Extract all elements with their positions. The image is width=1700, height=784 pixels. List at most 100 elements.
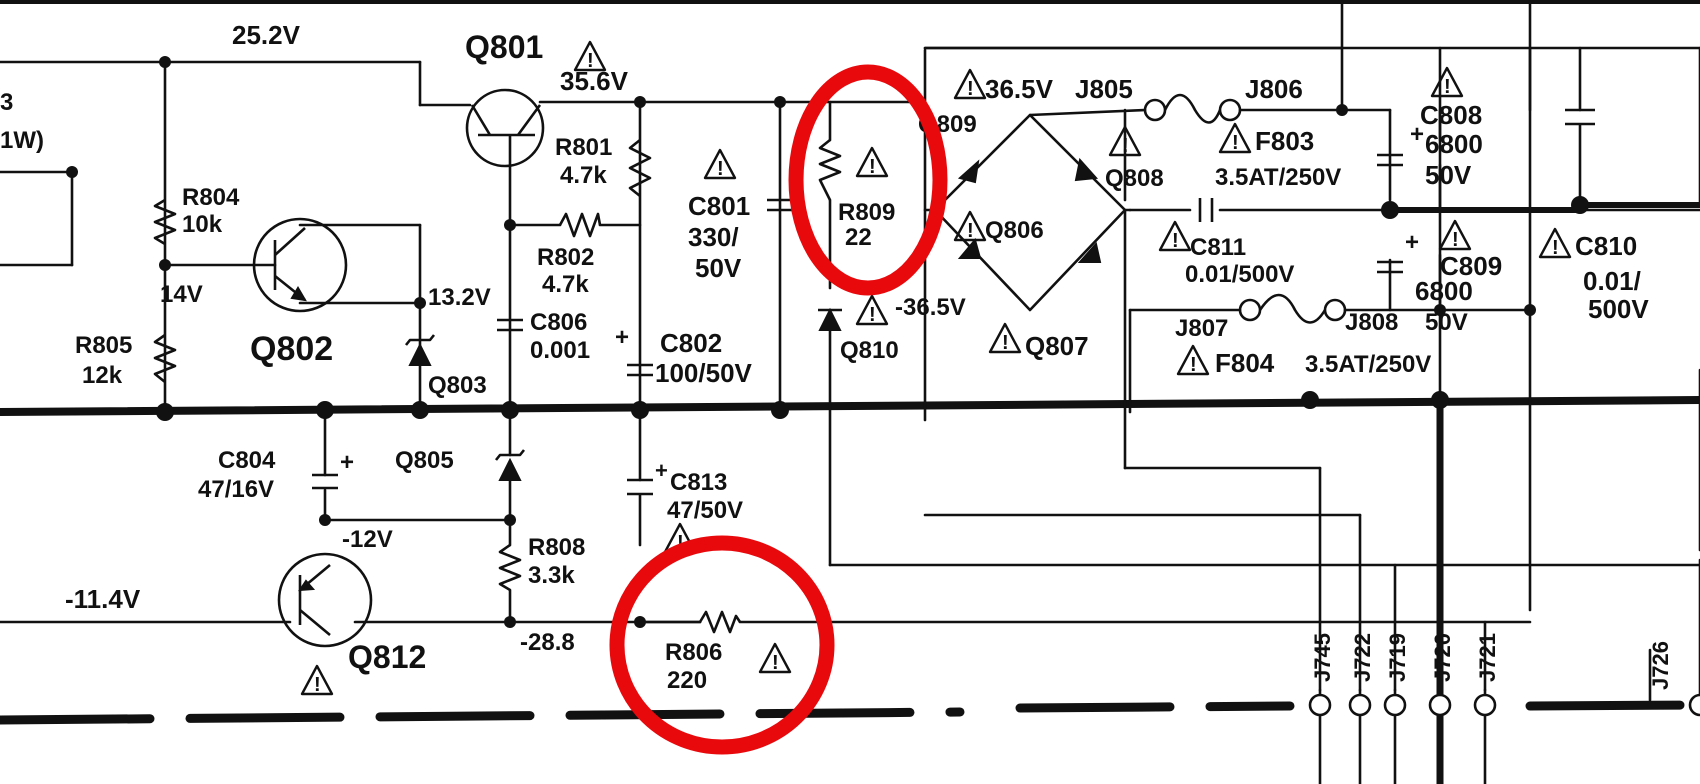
label-r805-value: 12k	[82, 362, 123, 389]
label-j721: J721	[1475, 633, 1500, 682]
connector-terminals	[1308, 693, 1700, 717]
label-r808: R808	[528, 534, 585, 561]
label-neg36-5v: -36.5V	[895, 294, 966, 321]
capacitor-c810	[1565, 108, 1595, 126]
label-j808: J808	[1345, 309, 1398, 336]
label-q806: Q806	[985, 217, 1044, 244]
label-r804: R804	[182, 184, 240, 211]
label-c801-voltage: 50V	[695, 253, 742, 283]
label-j805: J805	[1075, 74, 1133, 104]
label-j806: J806	[1245, 74, 1303, 104]
label-c813-value: 47/50V	[667, 497, 743, 524]
label-r801: R801	[555, 134, 612, 161]
label-q808: Q808	[1105, 165, 1164, 192]
plus-c809: +	[1405, 229, 1419, 256]
label-c808: C808	[1420, 100, 1482, 130]
label-c811: C811	[1190, 234, 1246, 261]
label-j720: J720	[1430, 633, 1455, 682]
fuse-f803	[1028, 93, 1392, 124]
label-c808-value: 6800	[1425, 129, 1483, 159]
transistor-q801	[465, 88, 545, 168]
label-c801: C801	[688, 191, 750, 221]
label-r808-value: 3.3k	[528, 562, 575, 589]
label-c810-value: 0.01/	[1583, 266, 1641, 296]
resistor-r809	[818, 138, 842, 201]
capacitor-c808	[1377, 153, 1403, 167]
label-c809-value: 6800	[1415, 276, 1473, 306]
zener-q805	[494, 449, 526, 481]
label-c802-value: 100/50V	[655, 358, 753, 388]
label-c810: C810	[1575, 231, 1637, 261]
plus-c808: +	[1410, 121, 1424, 148]
label-q802: Q802	[250, 330, 333, 368]
resistor-r801	[628, 138, 652, 198]
label-q812: Q812	[348, 639, 426, 675]
label-f803: F803	[1255, 126, 1314, 156]
label-c804: C804	[218, 447, 276, 474]
label-neg11-4v: -11.4V	[65, 584, 141, 614]
label-c801-value: 330/	[688, 222, 739, 252]
resistor-r804	[153, 198, 177, 246]
label-25-2v: 25.2V	[232, 20, 301, 50]
resistor-r805	[153, 333, 177, 384]
label-r805: R805	[75, 332, 132, 359]
label-36-5v: 36.5V	[985, 74, 1054, 104]
label-c806-value: 0.001	[530, 337, 590, 364]
plus-c802: +	[615, 324, 629, 351]
label-j745: J745	[1310, 633, 1335, 682]
label-j807: J807	[1175, 315, 1228, 342]
resistor-r802	[558, 212, 602, 238]
label-neg28-8: -28.8	[520, 629, 575, 656]
label-j726: J726	[1648, 641, 1673, 690]
label-c813: C813	[670, 469, 727, 496]
label-r802: R802	[537, 244, 594, 271]
label-q803: Q803	[428, 372, 487, 399]
label-c804-value: 47/16V	[198, 476, 274, 503]
diode-q810	[818, 307, 842, 331]
label-13-2v: 13.2V	[428, 284, 491, 311]
capacitor-c804	[312, 473, 338, 490]
label-c808-voltage: 50V	[1425, 160, 1472, 190]
label-f804: F804	[1215, 348, 1275, 378]
label-r806: R806	[665, 639, 722, 666]
label-neg12v: -12V	[342, 526, 393, 553]
plus-c804: +	[340, 449, 354, 476]
bridge-rectifier	[923, 113, 1127, 312]
label-35-6v: 35.6V	[560, 66, 629, 96]
label-c810-voltage: 500V	[1588, 294, 1649, 324]
label-14v: 14V	[160, 281, 203, 308]
label-f804-value: 3.5AT/250V	[1305, 351, 1431, 378]
label-c802: C802	[660, 328, 722, 358]
labels: 25.2V Q801 35.6V 36.5V J805 J806 3 1W) Q…	[0, 20, 1673, 694]
label-left-power-fragment: 1W)	[0, 127, 44, 154]
label-r809-value: 22	[845, 224, 872, 251]
highlight-r806	[609, 535, 835, 755]
label-j719: J719	[1385, 633, 1410, 682]
fuse-f804	[1238, 293, 1347, 324]
transistor-q802	[252, 217, 348, 313]
label-q807: Q807	[1025, 331, 1089, 361]
label-left-top-fragment: 3	[0, 89, 13, 116]
highlight-r809	[788, 64, 948, 296]
label-q810: Q810	[840, 337, 899, 364]
highlight-annotations	[609, 64, 948, 755]
label-f803-value: 3.5AT/250V	[1215, 164, 1341, 191]
label-r809: R809	[838, 199, 895, 226]
capacitor-c813	[627, 478, 653, 496]
label-r802-value: 4.7k	[542, 271, 589, 298]
zener-q803	[404, 334, 436, 366]
label-c809: C809	[1440, 251, 1502, 281]
label-c809-voltage: 50V	[1425, 309, 1468, 336]
label-j722: J722	[1350, 633, 1375, 682]
label-q805: Q805	[395, 447, 454, 474]
capacitor-c801	[767, 198, 793, 212]
label-c811-value: 0.01/500V	[1185, 261, 1294, 288]
resistor-r806	[698, 610, 742, 634]
label-c806: C806	[530, 309, 587, 336]
capacitor-c802	[627, 363, 653, 377]
plus-c813: +	[655, 458, 668, 483]
capacitor-c811	[1198, 198, 1214, 222]
resistor-r808	[498, 543, 522, 592]
label-r804-value: 10k	[182, 211, 223, 238]
